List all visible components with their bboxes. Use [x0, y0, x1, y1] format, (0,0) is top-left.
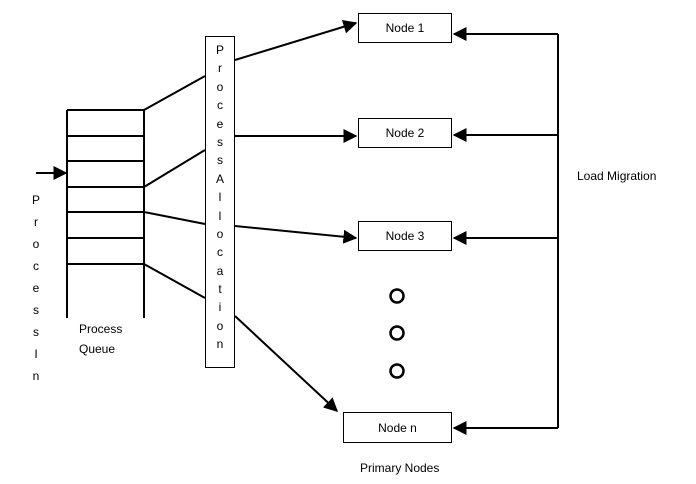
node-1-box: Node 1 [358, 13, 452, 43]
process-queue [66, 109, 145, 318]
load-migration-label: Load Migration [577, 169, 657, 183]
node-3-box: Node 3 [358, 221, 452, 251]
node-3-label: Node 3 [385, 229, 425, 243]
more-nodes-ellipsis [389, 288, 405, 379]
node-2-label: Node 2 [385, 126, 425, 140]
queue-to-allocation-lines [143, 75, 206, 299]
process-allocation-label: P r o c e s s A l l o c a t i o n [215, 43, 224, 352]
node-n-label: Node n [378, 420, 417, 435]
node-n-box: Node n [343, 412, 452, 443]
process-in-label: P r o c e s s I n [31, 193, 40, 383]
arrow-to-node-1 [234, 19, 358, 61]
process-queue-label-line1: Process [79, 322, 123, 336]
load-migration-lines [452, 27, 559, 435]
arrow-to-node-3 [234, 225, 358, 244]
process-allocation-box: P r o c e s s A l l o c a t i o n [205, 36, 235, 368]
process-queue-label-line2: Queue [79, 342, 116, 356]
arrow-to-node-n [234, 315, 339, 412]
primary-nodes-label: Primary Nodes [360, 461, 440, 475]
node-2-box: Node 2 [358, 118, 452, 148]
allocation-to-node-arrows [234, 19, 358, 412]
node-1-label: Node 1 [385, 21, 425, 35]
